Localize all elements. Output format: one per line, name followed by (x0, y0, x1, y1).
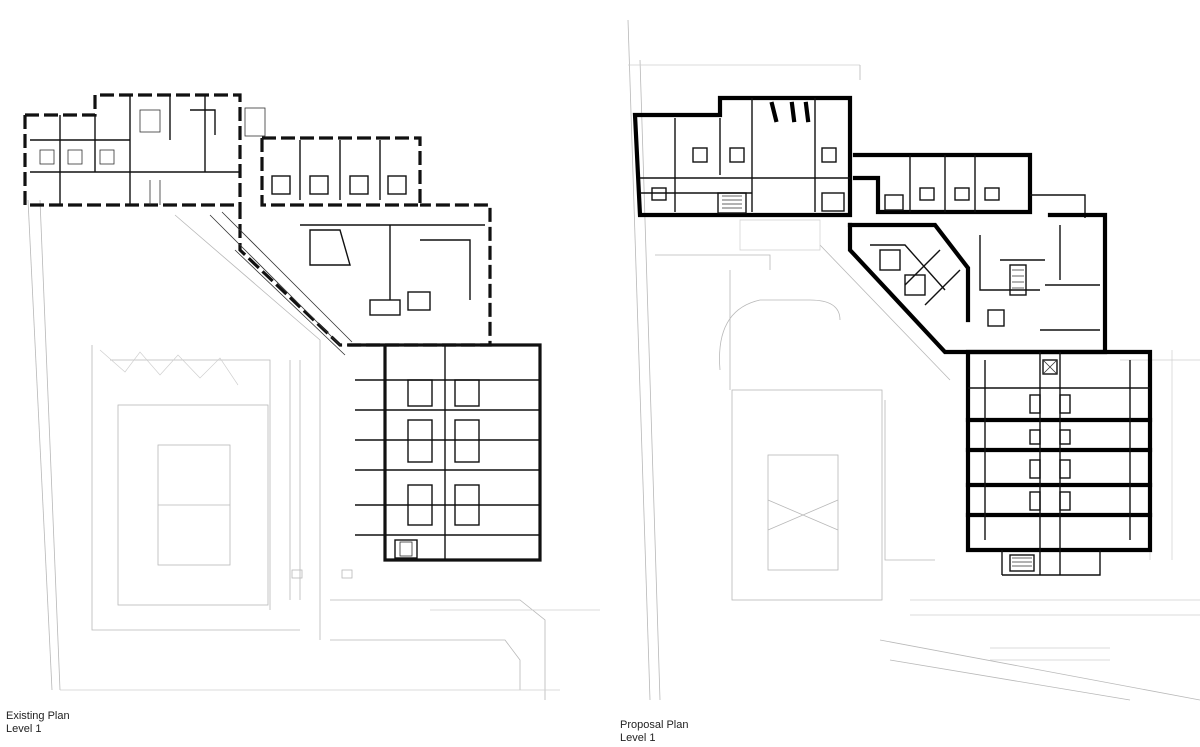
proposal-site-context (627, 19, 1200, 701)
proposal-plan-title: Proposal Plan (620, 719, 689, 731)
proposal-plan-caption: Proposal Plan Level 1 (620, 719, 689, 745)
existing-central-link (209, 203, 492, 356)
proposal-northwest-block (632, 95, 853, 218)
existing-plan-level: Level 1 (6, 723, 42, 735)
existing-northwest-block (23, 93, 266, 207)
proposal-plan-level: Level 1 (620, 732, 656, 744)
proposal-diagonal-link (847, 212, 1108, 355)
existing-site-context (27, 199, 600, 700)
proposal-north-wing (852, 152, 1086, 218)
existing-plan-title: Existing Plan (6, 710, 70, 722)
existing-plan (23, 93, 600, 700)
existing-north-wing (260, 136, 422, 207)
proposal-plan (627, 19, 1200, 701)
proposal-east-wing (965, 349, 1153, 576)
existing-plan-caption: Existing Plan Level 1 (6, 710, 70, 736)
existing-east-wing (348, 343, 542, 562)
